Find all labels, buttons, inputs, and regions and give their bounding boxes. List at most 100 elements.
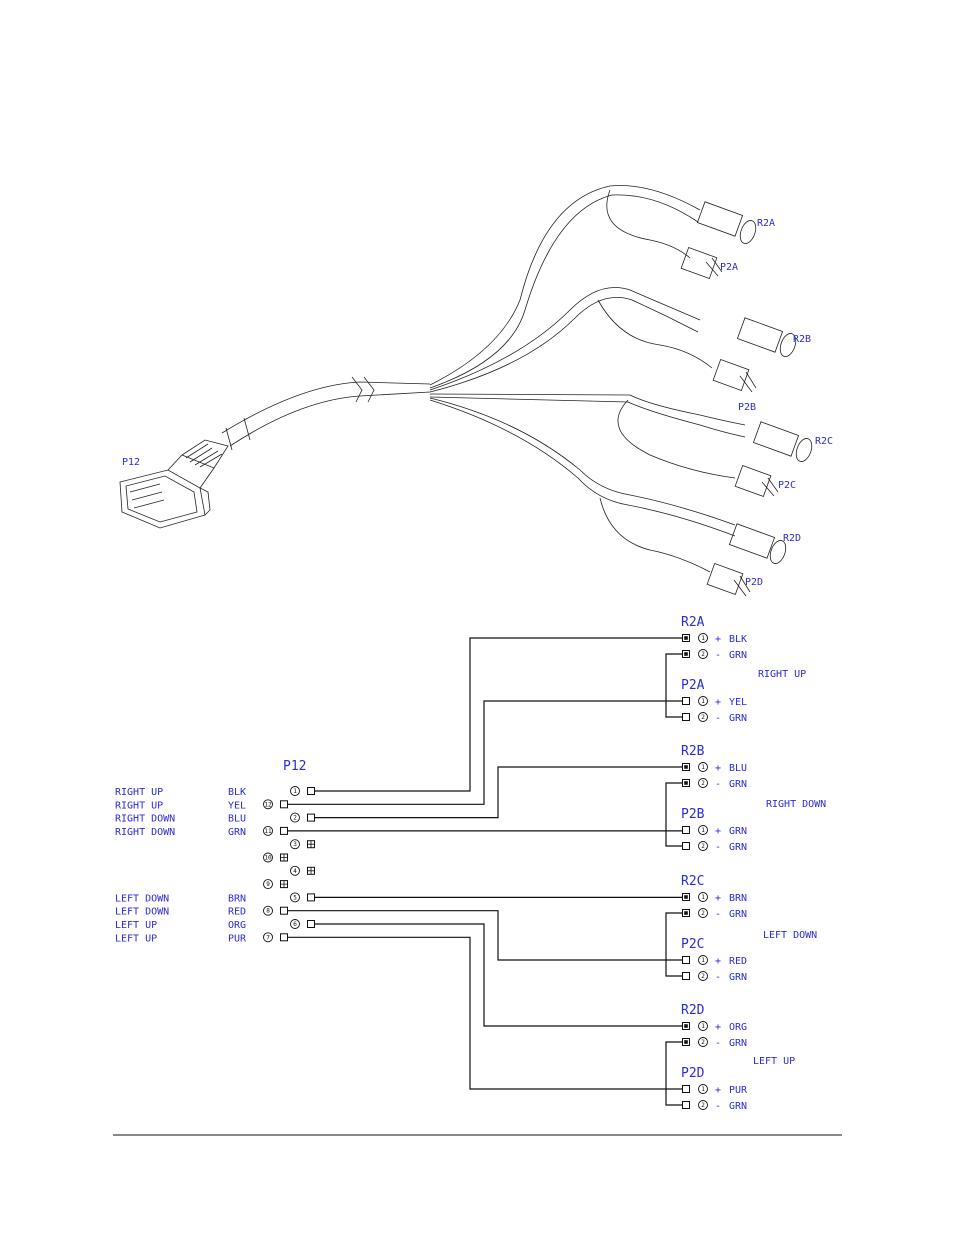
- pin-number-circle: [698, 633, 708, 643]
- pin-number-circle: [263, 879, 273, 890]
- p12-row-function: LEFT DOWN: [115, 893, 169, 904]
- connector-terminal: [682, 697, 690, 705]
- pin-number-circle: [290, 812, 300, 823]
- p12-pin-number: 10: [264, 855, 272, 862]
- connector-terminal: [682, 1101, 690, 1109]
- pin-number-circle: [698, 649, 708, 659]
- connector-terminal: [682, 713, 690, 721]
- connector-terminal: [682, 842, 690, 850]
- connector-wire-color: GRN: [729, 713, 747, 724]
- connector-pin-number: 2: [701, 714, 705, 721]
- connector-p2b-drawing: [712, 359, 757, 393]
- p2d-harness-label: P2D: [745, 577, 763, 588]
- plug-mark: [280, 880, 288, 888]
- harness-illustration: P12 R2A P2A R2B P2B R2C P2C R2D P2D: [119, 185, 833, 597]
- ground-bus: [665, 1041, 682, 1106]
- p12-row-function: RIGHT DOWN: [115, 814, 175, 825]
- wire-run: [314, 923, 682, 1027]
- p12-pin-number: 5: [293, 894, 297, 901]
- connector-terminal: [682, 956, 690, 964]
- p12-harness-label: P12: [122, 457, 140, 468]
- terminal-fill: [684, 911, 688, 915]
- terminal-fill: [684, 652, 688, 656]
- p12-pin-number: 4: [293, 868, 297, 875]
- pin-number-circle: [290, 919, 300, 929]
- connector-terminal: [682, 826, 690, 834]
- connector-pin-sign: -: [715, 779, 721, 790]
- p12-pin-number: 11: [264, 828, 272, 835]
- r2c-harness-label: R2C: [815, 436, 833, 447]
- pin-number-circle: [290, 865, 300, 876]
- pin-number-circle: [698, 1037, 708, 1047]
- connector-pin-sign: +: [715, 826, 721, 837]
- pin-number-circle: [698, 892, 708, 902]
- connector-label: R2C: [681, 874, 704, 889]
- wire-run: [287, 910, 682, 961]
- pin-number-circle: [698, 825, 708, 835]
- pin-number-circle: [290, 892, 300, 903]
- pin-number-circle: [263, 932, 273, 943]
- p12-pin-number: 9: [266, 881, 270, 888]
- connector-pin-number: 2: [701, 780, 705, 787]
- p2c-harness-label: P2C: [778, 480, 796, 491]
- ground-bus: [665, 912, 682, 977]
- p2b-harness-label: P2B: [738, 402, 756, 413]
- connector-label: R2B: [681, 744, 705, 759]
- wire-runs: [287, 637, 682, 1090]
- p12-pin-number: 6: [293, 921, 297, 928]
- pin-number-circle: [698, 1021, 708, 1031]
- p12-terminal: [280, 906, 288, 915]
- connector-pin-sign: -: [715, 909, 721, 920]
- p12-row-function: LEFT DOWN: [115, 907, 169, 918]
- terminal-fill: [684, 765, 688, 769]
- connector-wire-color: GRN: [729, 909, 747, 920]
- connector-pin-sign: +: [715, 956, 721, 967]
- connector-pin-sign: +: [715, 1022, 721, 1033]
- p12-pin-number: 1: [293, 788, 297, 795]
- connector-p2d-drawing: [706, 563, 751, 597]
- pin-number-circle: [698, 971, 708, 981]
- p12-row-function: RIGHT UP: [115, 787, 163, 798]
- wire-run: [287, 700, 682, 805]
- p12-row-function: RIGHT UP: [115, 800, 163, 811]
- connector-p2a-drawing: [680, 247, 723, 279]
- pin-number-circle: [263, 905, 273, 916]
- connector-pin-number: 2: [701, 910, 705, 917]
- p12-terminal: [280, 826, 288, 835]
- p12-pin-number: 7: [266, 934, 270, 941]
- connector-wire-color: BLK: [729, 634, 747, 645]
- p12-terminal: [307, 787, 315, 795]
- connector-pin-number: 1: [701, 698, 705, 705]
- connector-pin-number: 2: [701, 843, 705, 850]
- p12-terminal: [307, 813, 315, 822]
- pin-number-circle: [263, 799, 273, 810]
- wire-run: [314, 637, 682, 792]
- group-function-label: LEFT DOWN: [763, 930, 817, 941]
- connector-wire-color: ORG: [729, 1022, 747, 1033]
- pin-number-circle: [290, 839, 300, 850]
- connector-pin-sign: +: [715, 893, 721, 904]
- connector-pin-number: 1: [701, 894, 705, 901]
- connector-label: P2D: [681, 1066, 705, 1081]
- p12-terminal: [307, 893, 315, 902]
- terminal-fill: [684, 895, 688, 899]
- p12-row-function: RIGHT DOWN: [115, 827, 175, 838]
- connector-label: R2D: [681, 1003, 705, 1018]
- connector-pin-sign: +: [715, 697, 721, 708]
- p12-row-wire-color: BLK: [228, 787, 246, 798]
- group-function-label: RIGHT DOWN: [766, 799, 826, 810]
- pin-number-circle: [698, 1100, 708, 1110]
- connector-pin-number: 1: [701, 1086, 705, 1093]
- connector-wire-color: GRN: [729, 826, 747, 837]
- connector-wire-color: GRN: [729, 650, 747, 661]
- pin-number-circle: [698, 908, 708, 918]
- p12-row-function: LEFT UP: [115, 933, 157, 944]
- connector-pin-number: 2: [701, 1102, 705, 1109]
- connector-wire-color: GRN: [729, 1038, 747, 1049]
- connector-pin-sign: -: [715, 713, 721, 724]
- pin-number-circle: [698, 841, 708, 851]
